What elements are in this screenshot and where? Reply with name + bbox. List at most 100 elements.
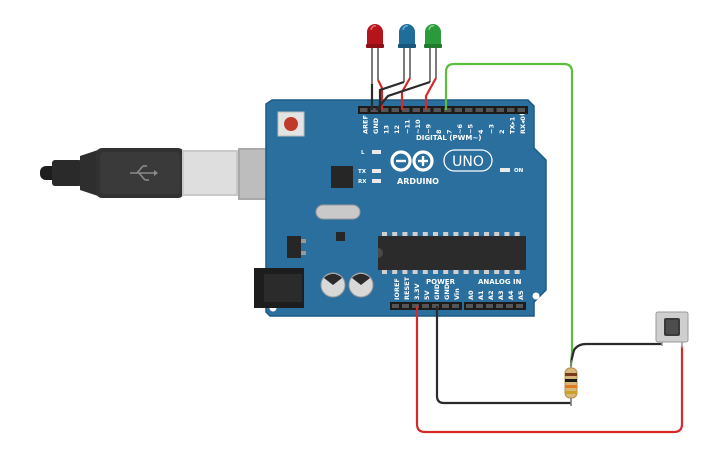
- analog-pin-label: A0: [467, 290, 475, 300]
- digital-pin-label: 8: [435, 129, 443, 134]
- power-pin-socket[interactable]: [402, 304, 409, 308]
- chip-pin: [422, 270, 428, 274]
- digital-pin-label: AREF: [361, 115, 369, 134]
- led-on: [500, 168, 510, 172]
- usb-cable[interactable]: [40, 148, 270, 200]
- digital-pin-label: ~3: [487, 124, 495, 134]
- chip-pin: [412, 270, 418, 274]
- analog-pin-socket[interactable]: [466, 304, 473, 308]
- red-5v-wire: [415, 306, 684, 434]
- digital-pin-socket[interactable]: [402, 108, 410, 112]
- green-led[interactable]: [424, 24, 442, 82]
- digital-pin-socket[interactable]: [444, 108, 452, 112]
- small-chip: [336, 232, 345, 241]
- chip-pin: [514, 270, 520, 274]
- red-led[interactable]: [366, 24, 384, 84]
- power-pin-socket[interactable]: [392, 304, 399, 308]
- analog-pin-socket[interactable]: [506, 304, 513, 308]
- analog-pin-socket[interactable]: [496, 304, 503, 308]
- digital-pin-label: 2: [498, 129, 506, 134]
- digital-pin-label: TX▸1: [508, 116, 516, 134]
- voltage-regulator: [287, 236, 306, 258]
- chip-pin: [392, 232, 398, 236]
- digital-pin-label: ~9: [424, 124, 432, 134]
- digital-pin-socket[interactable]: [412, 108, 421, 112]
- atmega-chip: [378, 232, 526, 274]
- analog-pin-label: A3: [497, 290, 505, 300]
- chip-pin: [463, 270, 469, 274]
- chip-pin: [453, 232, 459, 236]
- power-pin-label: 3.3V: [413, 283, 421, 300]
- digital-pin-socket[interactable]: [496, 108, 505, 112]
- resistor[interactable]: [564, 360, 578, 406]
- analog-pin-label: A4: [507, 290, 515, 300]
- digital-pin-socket[interactable]: [433, 108, 442, 112]
- reset-button[interactable]: [277, 111, 305, 137]
- brand-label: ARDUINO: [397, 177, 439, 186]
- digital-pin-socket[interactable]: [517, 108, 526, 112]
- digital-pin-label: 7: [445, 129, 453, 134]
- analog-pin-socket[interactable]: [476, 304, 483, 308]
- digital-pin-socket[interactable]: [391, 108, 400, 112]
- chip-pin: [473, 270, 479, 274]
- usb-symbol-icon: [130, 165, 158, 181]
- digital-pin-socket[interactable]: [486, 108, 494, 112]
- chip-pin: [402, 270, 408, 274]
- model-badge: [443, 149, 493, 172]
- digital-pin-socket[interactable]: [381, 108, 389, 112]
- power-pin-socket[interactable]: [432, 304, 439, 308]
- chip-pin: [484, 270, 489, 274]
- chip-pin: [463, 232, 469, 236]
- chip-pin: [382, 270, 387, 274]
- digital-pin-label: ~11: [403, 119, 411, 134]
- led-rx: [372, 179, 381, 183]
- led-l: [372, 150, 381, 154]
- analog-pin-socket[interactable]: [516, 304, 523, 308]
- black-gnd-wire: [435, 306, 571, 405]
- power-pin-label: GND: [443, 283, 451, 300]
- chip-pin: [422, 232, 428, 236]
- chip-pin: [402, 232, 408, 236]
- power-header[interactable]: [390, 302, 462, 310]
- analog-pin-label: A5: [517, 290, 525, 300]
- power-pin-socket[interactable]: [412, 304, 419, 308]
- digital-header[interactable]: [358, 106, 528, 114]
- analog-pin-socket[interactable]: [486, 304, 493, 308]
- analog-header[interactable]: [464, 302, 526, 310]
- digital-pin-socket[interactable]: [507, 108, 515, 112]
- digital-pin-socket[interactable]: [360, 108, 368, 112]
- power-jack[interactable]: [254, 268, 304, 308]
- arduino-uno-board[interactable]: L TX RX ARDUINO UNO ON: [254, 99, 547, 317]
- chip-pin: [494, 232, 500, 236]
- pushbutton[interactable]: [655, 311, 689, 348]
- led-wires: [370, 77, 437, 111]
- digital-pin-label: RX◂0: [519, 116, 527, 134]
- analog-pin-label: A2: [487, 290, 495, 300]
- chip-pin: [504, 270, 510, 274]
- capacitor: [348, 272, 374, 298]
- blue-led[interactable]: [398, 24, 416, 82]
- digital-pin-socket[interactable]: [475, 108, 484, 112]
- digital-pin-label: 13: [382, 125, 390, 134]
- digital-pin-socket[interactable]: [370, 108, 379, 112]
- analog-pin-label: A1: [477, 290, 485, 300]
- digital-pin-socket[interactable]: [454, 108, 463, 112]
- power-pin-socket[interactable]: [422, 304, 429, 308]
- digital-pin-label: ~10: [414, 119, 422, 134]
- crystal: [315, 204, 361, 220]
- analog-pin-strip: [464, 302, 526, 310]
- mounting-hole: [532, 292, 540, 300]
- digital-label: DIGITAL (PWM~): [416, 134, 481, 142]
- model-label: UNO: [452, 154, 484, 170]
- power-pin-label: 5V: [423, 290, 431, 300]
- power-pin-socket[interactable]: [442, 304, 449, 308]
- chip-pin: [433, 270, 438, 274]
- power-pin-label: Vin: [453, 288, 461, 300]
- arduino-logo: [390, 150, 434, 172]
- power-pin-socket[interactable]: [452, 304, 459, 308]
- button-wire: [569, 342, 662, 363]
- digital-pin-socket[interactable]: [465, 108, 473, 112]
- on-label: ON: [514, 168, 524, 174]
- chip-pin: [473, 232, 479, 236]
- capacitor: [320, 272, 346, 298]
